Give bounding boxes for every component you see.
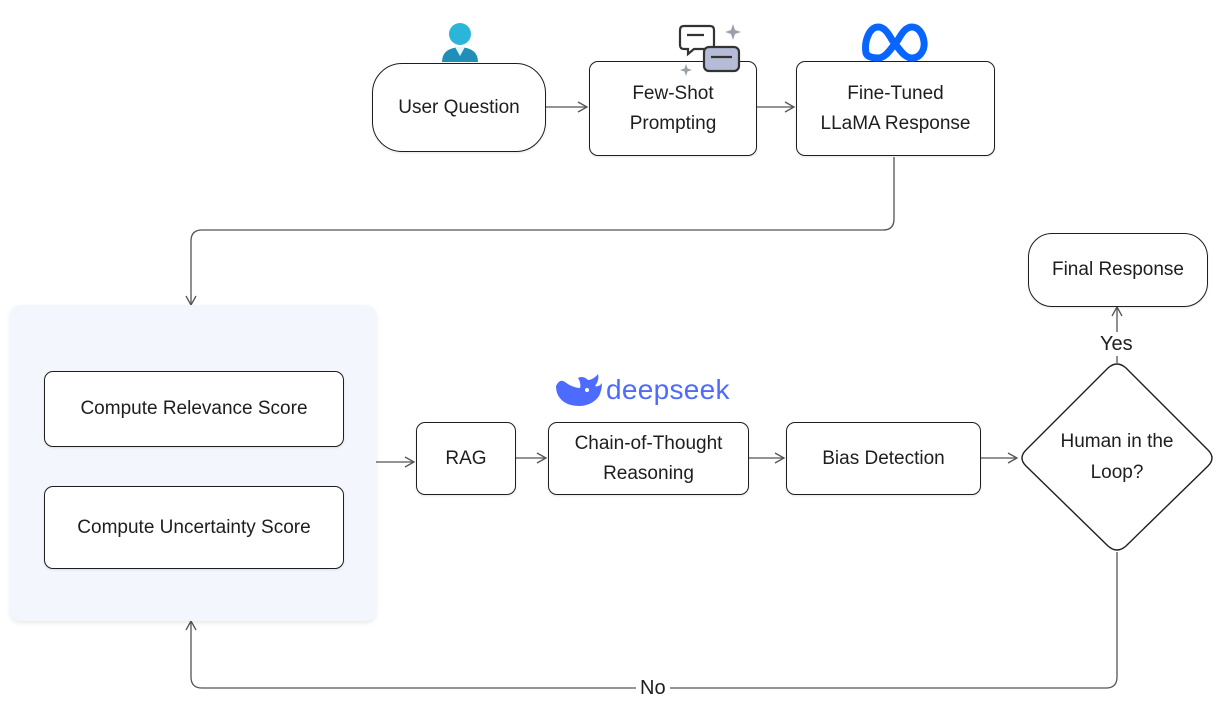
arrowhead bbox=[1111, 305, 1123, 317]
node-compute-relevance[interactable]: Compute Relevance Score bbox=[44, 371, 344, 447]
user-icon bbox=[442, 23, 478, 62]
node-final-response[interactable]: Final Response bbox=[1028, 233, 1208, 307]
node-label: RAG bbox=[445, 447, 487, 469]
arrowhead bbox=[185, 619, 197, 631]
deepseek-whale-icon bbox=[556, 374, 602, 406]
node-bias-detection[interactable]: Bias Detection bbox=[786, 422, 981, 495]
node-label: User Question bbox=[398, 96, 520, 118]
arrowhead bbox=[536, 452, 548, 464]
arrowhead bbox=[784, 101, 796, 113]
node-few-shot-prompting[interactable]: Few-Shot Prompting bbox=[589, 61, 757, 156]
node-chain-of-thought[interactable]: Chain-of-Thought Reasoning bbox=[548, 422, 749, 495]
scoring-group bbox=[10, 305, 376, 621]
node-human-in-loop-label: Human in the Loop? bbox=[1060, 431, 1174, 483]
arrowhead bbox=[404, 456, 416, 468]
arrowhead bbox=[577, 101, 589, 113]
node-label: Final Response bbox=[1051, 259, 1185, 280]
arrowhead bbox=[774, 452, 786, 464]
node-compute-uncertainty[interactable]: Compute Uncertainty Score bbox=[44, 486, 344, 569]
node-rag[interactable]: RAG bbox=[416, 422, 516, 495]
node-label: Few-Shot Prompting bbox=[629, 82, 717, 134]
edge-label-no: No bbox=[636, 676, 670, 700]
meta-logo-icon bbox=[862, 23, 928, 62]
arrowhead bbox=[1007, 452, 1019, 464]
node-user-question[interactable]: User Question bbox=[372, 63, 546, 152]
node-label: Fine-Tuned LLaMA Response bbox=[820, 82, 971, 134]
node-label: Compute Uncertainty Score bbox=[77, 516, 311, 538]
node-fine-tuned-llama[interactable]: Fine-Tuned LLaMA Response bbox=[796, 61, 995, 156]
deepseek-logo-text: deepseek bbox=[606, 374, 730, 405]
node-label: Compute Relevance Score bbox=[80, 398, 308, 419]
chat-sparkle-icon bbox=[678, 24, 741, 76]
edge-label-yes: Yes bbox=[1096, 332, 1137, 356]
node-label: Bias Detection bbox=[822, 447, 945, 469]
node-label: Chain-of-Thought Reasoning bbox=[574, 432, 723, 484]
edge-finetuned-to-group bbox=[190, 157, 895, 305]
